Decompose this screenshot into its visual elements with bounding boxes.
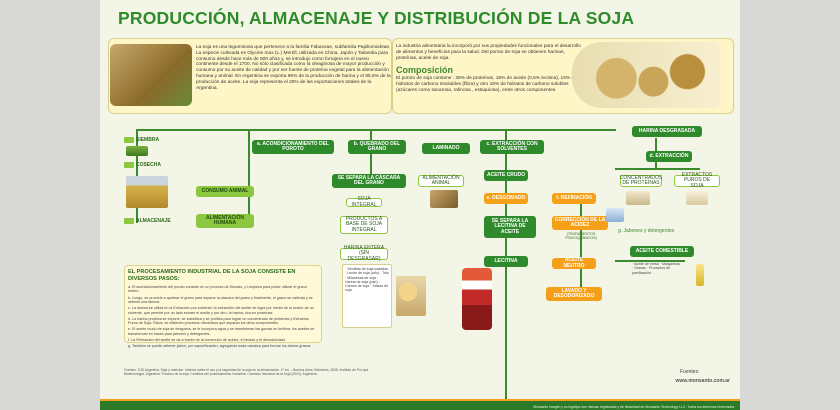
acondicionamiento-box: a. ACONDICIONAMIENTO DEL POROTO [252,140,334,154]
connector-line [580,200,582,300]
productos-notes: · Semillas de soja tostadas · Leche de s… [342,264,392,328]
consumo-animal-box: CONSUMO ANIMAL [196,186,254,197]
soja-integral-box: SOJA INTEGRAL [346,196,382,207]
siembra-label: SIEMBRA [136,137,160,143]
siembra-photo [126,146,148,156]
productos-photo [396,276,426,316]
alimentacion-animal-photo [430,190,458,208]
poster-title: PRODUCCIÓN, ALMACENAJE Y DISTRIBUCIÓN DE… [118,8,635,28]
harina-desgrasada-box: HARINA DESGRASADA [632,126,702,137]
connector-line [615,168,700,170]
aceite-comestible-box: ACEITE COMESTIBLE [630,246,694,257]
correccion-box: CORRECCIÓN DE LA ACIDEZ [552,216,608,230]
intro-text: La soja es una leguminosa que pertenece … [196,45,391,91]
footer-text: Monsanto Imagen y su logotipo son marcas… [533,405,735,409]
quebrado-box: b. QUEBRADO DEL GRANO [348,140,406,154]
left-gutter [0,0,100,410]
process-step: a. El acondicionamiento del poroto consi… [128,285,307,294]
lecitina-box: LECITINA [484,256,528,267]
cosecha-photo [126,176,168,208]
connector-line [615,260,685,262]
composition-title: Composición [396,65,454,75]
process-steps: a. El acondicionamiento del poroto consi… [128,285,316,350]
website-link[interactable]: www.monsanto.com.ar [675,378,730,384]
almacenaje-label: ALMACENAJE [136,218,171,224]
aceite-crudo-box: ACEITE CRUDO [484,170,528,181]
cosecha-label: COSECHA [136,162,162,168]
correccion-sub-label: (TRATAMIENTOS FISICOQUÍMICOS) [565,232,597,240]
process-step: c. La lámina se utiliza en la Extracción… [128,306,314,315]
process-step: e. El aceite crudo de soja se desgoma, s… [128,327,315,336]
connector-line [370,129,372,179]
detergentes-photo [606,208,624,222]
process-step: d. La harina proteica se expone, se solu… [128,316,309,326]
refinacion-box: f. REFINACIÓN [552,193,596,204]
lecitina-photo [462,268,492,330]
alimentacion-humana-box: ALIMENTACIÓN HUMANA [196,214,254,228]
lavado-box: LAVADO Y DESODORIZADO [546,287,602,301]
connector-line [136,129,616,131]
separa-cascara-box: SE SEPARA LA CÁSCARA DEL GRANO [332,174,406,188]
cosecha-arrow [124,162,134,168]
connector-line [248,129,250,223]
aceite-notes: · Aceite de mesa · Margarinas · Grasas ·… [632,262,680,275]
concentrados-photo [626,191,650,205]
jabones-label: g. Jabones y detergentes [618,228,675,234]
extractos-photo [686,191,708,205]
process-title: EL PROCESAMIENTO INDUSTRIAL DE LA SOJA C… [128,269,296,282]
process-panel [124,265,322,343]
process-step: f. La Refinación del aceite se da a trav… [128,338,287,343]
siembra-arrow [124,137,134,143]
separa-lecitina-box: SE SEPARA LA LECITINA DE ACEITE [484,216,536,238]
extraccion-solventes-box: c. EXTRACCIÓN CON SOLVENTES [480,140,544,154]
process-step: b. Luego, se procede a quebrar el grano … [128,295,313,305]
poster: PRODUCCIÓN, ALMACENAJE Y DISTRIBUCIÓN DE… [100,0,740,410]
oil-bottle [696,264,704,286]
right-gutter [740,0,840,410]
soy-plant-photo [110,44,192,106]
laminado-box: LAMINADO [422,143,470,154]
desgomado-box: e. DESGOMADO [484,193,528,204]
almacenaje-arrow [124,218,134,224]
concentrados-box: CONCENTRADOS DE PROTEÍNAS [619,174,663,187]
footer-stripe [100,399,740,401]
soybeans-photo [572,42,720,108]
composition-text: El poroto de soja contiene : 38% de prot… [396,76,577,93]
industry-text: La industria alimentaria la incorporó po… [396,44,581,61]
fuentes-label: Fuentes: [680,369,700,375]
aceite-neutro-box: ACEITE NEUTRO [552,257,596,269]
process-step: g. También se puede obtener jabón, por s… [128,344,312,349]
extractos-box: EXTRACTOS PUROS DE SOJA [674,172,720,189]
productos-base-box: PRODUCTOS A BASE DE SOJA INTEGRAL [340,216,388,234]
extraccion-box: d. EXTRACCIÓN [646,151,692,162]
harina-entera-box: HARINA ENTERA (SIN DESGRASAR) [340,245,388,262]
sources-text: Fuentes: SJD Argentina, Soja y nutrición… [124,368,369,377]
footer-bar [100,401,740,410]
alimentacion-animal-box: ALIMENTACIÓN ANIMAL [418,175,464,187]
